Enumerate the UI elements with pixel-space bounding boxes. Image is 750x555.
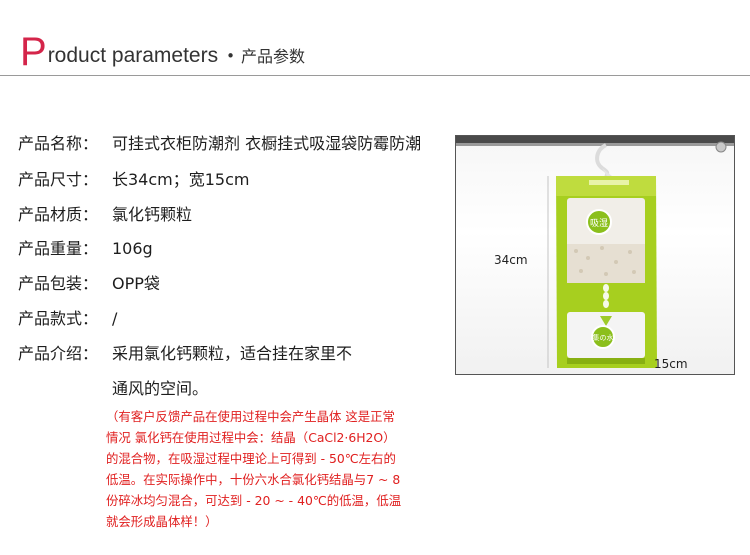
dehumidifier-bag-illustration: 吸湿 集の水 xyxy=(456,136,734,368)
bag-bottom-label xyxy=(567,358,645,364)
absorb-badge xyxy=(586,209,612,235)
water-badge xyxy=(591,325,615,349)
param-row-size: 产品尺寸： 长34cm；宽15cm xyxy=(18,169,250,191)
param-row-packaging: 产品包装： OPP袋 xyxy=(18,273,160,295)
param-value: 106g xyxy=(112,239,153,258)
note-line: 低温。在实际操作中，十份六水合氯化钙结晶与7 ~ 8 xyxy=(106,472,401,487)
header-subtitle: 产品参数 xyxy=(240,47,305,66)
water-badge-text: 集の水 xyxy=(593,333,614,342)
param-intro-continued: 通风的空间。 xyxy=(112,379,209,398)
header-separator: • xyxy=(226,47,235,65)
hook-clip xyxy=(602,168,612,178)
rail-knob xyxy=(715,141,727,153)
param-label: 产品名称： xyxy=(18,134,99,153)
param-label: 产品介绍： xyxy=(18,344,99,363)
param-label: 产品款式： xyxy=(18,309,99,328)
header-divider xyxy=(0,75,750,76)
note-line: 就会形成晶体样！） xyxy=(106,514,218,529)
param-label: 产品材质： xyxy=(18,205,99,224)
note-line: 情况 氯化钙在使用过程中会：结晶（CaCl2·6H2O） xyxy=(106,430,396,445)
height-dimension-label: 34cm xyxy=(494,253,528,267)
param-row-material: 产品材质： 氯化钙颗粒 xyxy=(18,204,192,226)
param-row-name: 产品名称： 可挂式衣柜防潮剂 衣橱挂式吸湿袋防霉防潮 xyxy=(18,133,421,155)
absorb-badge-text: 吸湿 xyxy=(590,218,608,229)
section-header: P roduct parameters • 产品参数 xyxy=(20,28,305,72)
rail-shadow xyxy=(456,143,734,146)
bag-label-strip xyxy=(589,180,629,185)
param-value: / xyxy=(112,309,118,328)
crystal-note: （有客户反馈产品在使用过程中会产生晶体 这是正常 情况 氯化钙在使用过程中会：结… xyxy=(106,406,446,532)
param-row-intro: 产品介绍： 采用氯化钙颗粒，适合挂在家里不 xyxy=(18,343,352,365)
param-label: 产品重量： xyxy=(18,239,99,258)
param-row-weight: 产品重量： 106g xyxy=(18,238,153,260)
header-title: roduct parameters xyxy=(47,44,219,67)
calcium-granules xyxy=(567,244,645,283)
drip-channel xyxy=(603,284,609,308)
down-arrow-icon xyxy=(600,316,612,326)
granule-dots xyxy=(574,246,636,276)
product-photo: 吸湿 集の水 34cm 15cm xyxy=(455,135,735,375)
param-value: 长34cm；宽15cm xyxy=(112,170,250,189)
param-value: OPP袋 xyxy=(112,274,160,293)
note-line: （有客户反馈产品在使用过程中会产生晶体 这是正常 xyxy=(106,409,395,424)
param-label: 产品包装： xyxy=(18,274,99,293)
width-dimension-label: 15cm xyxy=(654,357,688,371)
note-line: 的混合物，在吸湿过程中理论上可得到 - 50℃左右的 xyxy=(106,451,396,466)
param-value: 可挂式衣柜防潮剂 衣橱挂式吸湿袋防霉防潮 xyxy=(112,134,422,153)
param-row-style: 产品款式： / xyxy=(18,308,117,330)
bag-top-seal xyxy=(556,176,656,196)
param-value: 氯化钙颗粒 xyxy=(112,205,193,224)
param-label: 产品尺寸： xyxy=(18,170,99,189)
note-line: 份碎冰均匀混合，可达到 - 20 ~ - 40℃的低温，低温 xyxy=(106,493,402,508)
hanging-rail xyxy=(456,136,734,143)
header-initial-letter: P xyxy=(20,30,47,74)
param-value: 采用氯化钙颗粒，适合挂在家里不 xyxy=(112,344,353,363)
